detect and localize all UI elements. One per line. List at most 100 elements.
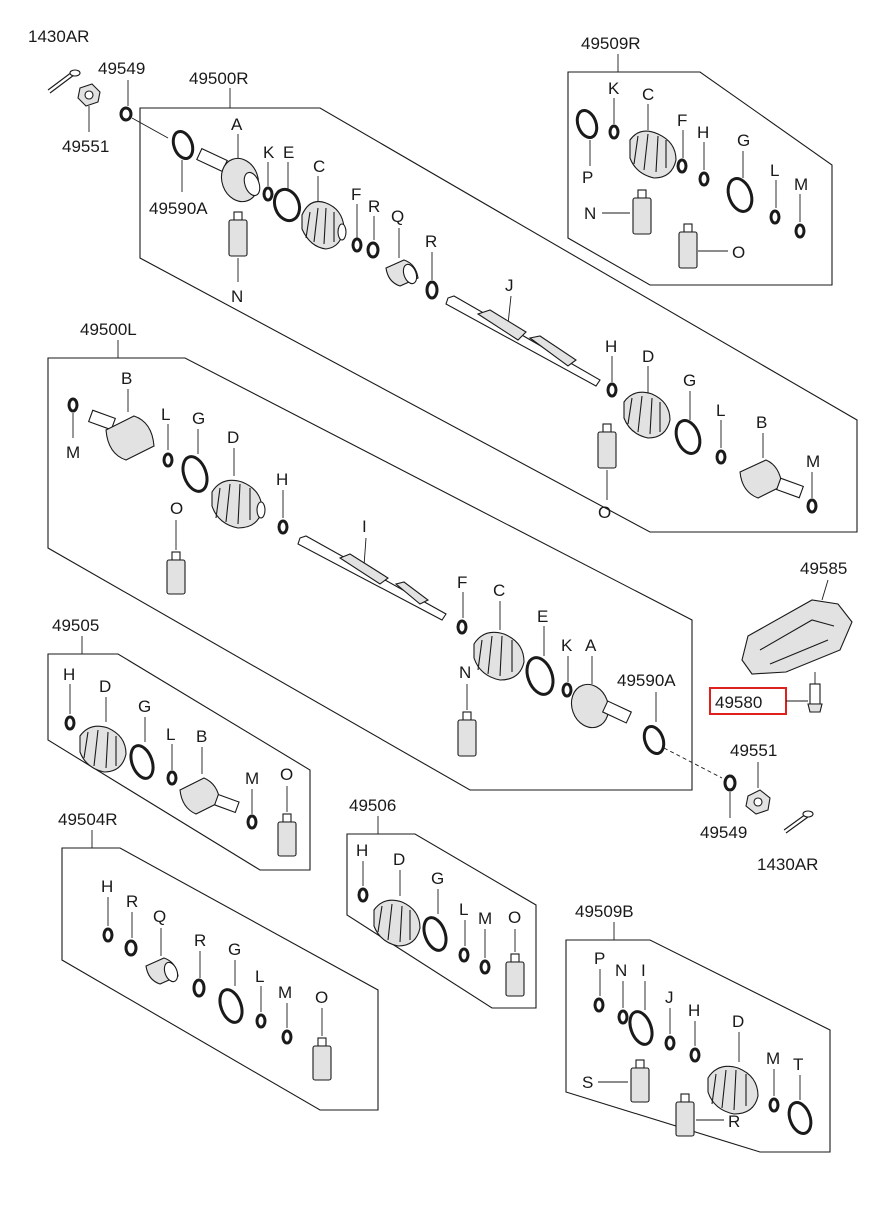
label-M-49505: M (245, 769, 259, 788)
label-L-49505: L (166, 725, 175, 744)
circlip-L-r (715, 449, 727, 465)
label-49549-mid: 49549 (700, 823, 747, 842)
label-P-49509B: P (594, 949, 605, 968)
label-N-r: N (231, 287, 243, 306)
group-label-49500L: 49500L (80, 320, 137, 339)
label-49590A-top: 49590A (149, 199, 208, 218)
label-M-49509B: M (766, 1049, 780, 1068)
label-R-r2: R (425, 232, 437, 251)
label-A-r: A (231, 115, 243, 134)
label-H-49509R: H (697, 123, 709, 142)
circlip-L-l (162, 452, 174, 468)
label-G-r: G (683, 371, 696, 390)
label-E-l: E (537, 607, 548, 626)
label-H-l: H (276, 470, 288, 489)
circlip-K-49509R (608, 124, 620, 140)
label-G-49506: G (431, 869, 444, 888)
label-N-l: N (459, 663, 471, 682)
band-G-49509R (726, 177, 754, 213)
label-G-l: G (192, 409, 205, 428)
band-I-49509B (628, 1010, 654, 1046)
grease-tube-O-49505 (277, 813, 297, 857)
label-P-49509R: P (582, 168, 593, 187)
label-G-49505: G (138, 697, 151, 716)
circlip-N-49509B (617, 1009, 629, 1025)
band-R-r1 (366, 241, 380, 259)
group-label-49506: 49506 (349, 796, 396, 815)
circlip-L-49504R (255, 1013, 267, 1029)
grease-tube-N-l (457, 711, 477, 757)
label-Q-49504R: Q (153, 907, 166, 926)
label-M-49506: M (478, 909, 492, 928)
label-O-r: O (598, 503, 611, 522)
label-D-49509B: D (732, 1012, 744, 1031)
grease-tube-S-49509B (630, 1059, 650, 1103)
label-K-l: K (561, 636, 573, 655)
group-label-49585: 49585 (800, 559, 847, 578)
grease-tube-O-49504R (312, 1037, 332, 1081)
circlip-H-49505 (64, 715, 76, 731)
label-O-49506: O (508, 908, 521, 927)
label-N-49509B: N (615, 961, 627, 980)
band-G-l (181, 455, 209, 493)
ring-T-49509B (787, 1101, 813, 1135)
label-S-49509B: S (582, 1073, 593, 1092)
circlip-F-r (351, 237, 363, 253)
label-E-r: E (283, 143, 294, 162)
label-49549-top: 49549 (98, 59, 145, 78)
label-J-49509B: J (665, 988, 674, 1007)
bolt-49580 (807, 683, 823, 713)
damper-Q-r (385, 259, 419, 287)
band-R-49504R-1 (124, 939, 138, 957)
label-R-49504R-1: R (126, 892, 138, 911)
label-F-49509R: F (677, 111, 687, 130)
band-G-49504R (218, 988, 244, 1024)
label-49551-top: 49551 (62, 137, 109, 156)
label-1430AR-mid: 1430AR (757, 855, 818, 874)
label-D-r: D (642, 347, 654, 366)
label-L-r: L (716, 401, 725, 420)
label-49580: 49580 (715, 693, 762, 712)
washer-mid (723, 774, 737, 792)
circlip-F-49509R (676, 158, 688, 174)
label-H-49505: H (63, 665, 75, 684)
label-F-r: F (351, 185, 361, 204)
frame-49505 (47, 653, 311, 871)
label-K-49509R: K (608, 79, 620, 98)
group-label-49504R: 49504R (58, 810, 118, 829)
circlip-L-49506 (458, 947, 470, 963)
label-B-l: B (121, 369, 132, 388)
grease-tube-R-49509B (675, 1093, 695, 1137)
circlip-P-49509B (593, 997, 605, 1013)
circlip-H-49509R (698, 171, 710, 187)
label-H-49504R: H (101, 877, 113, 896)
group-label-49509B: 49509B (575, 902, 634, 921)
circlip-M-49509R (794, 223, 806, 239)
label-M-l: M (66, 443, 80, 462)
label-C-r: C (313, 157, 325, 176)
circlip-L-49509R (769, 209, 781, 225)
damper-Q-49504R (145, 957, 179, 985)
label-49590A-mid: 49590A (617, 671, 676, 690)
inner-cv-joint-B-l (87, 409, 155, 461)
circlip-M-r (806, 498, 818, 514)
ring-P-49509R (575, 108, 599, 140)
circlip-M-l (67, 397, 79, 413)
label-Q-r: Q (391, 207, 404, 226)
grease-tube-N-r (228, 211, 248, 257)
outer-boot-r (301, 200, 347, 250)
label-B-r: B (756, 413, 767, 432)
group-label-49509R: 49509R (581, 34, 641, 53)
label-D-49505: D (99, 677, 111, 696)
label-O-49504R: O (315, 988, 328, 1007)
label-F-l: F (457, 573, 467, 592)
circlip-H-49504R (102, 927, 114, 943)
outer-boot-C-l (473, 631, 525, 681)
circlip-H-49509B (689, 1047, 701, 1063)
label-D-l: D (227, 428, 239, 447)
label-J: J (505, 276, 514, 295)
outer-cv-joint-r (196, 147, 261, 203)
label-O-l: O (170, 499, 183, 518)
grease-tube-O-49506 (505, 953, 525, 997)
